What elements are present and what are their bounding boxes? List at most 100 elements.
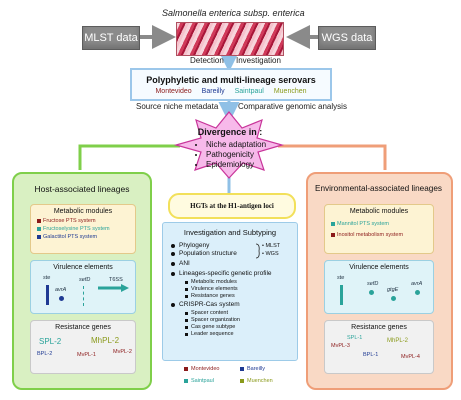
- gene-avrA-dot: [415, 290, 420, 295]
- hgt-h1-antigen-box: HGTs at the H1-antigen loci: [168, 193, 296, 219]
- gene-ste-label: ste: [337, 275, 345, 281]
- color-square-icon: [37, 235, 41, 239]
- gene-ste-label: ste: [43, 275, 51, 281]
- brace-icon: [255, 243, 260, 259]
- list-item-population: Population structure: [171, 250, 293, 257]
- list-item-crispr: CRISPR-Cas system: [171, 301, 293, 308]
- gene-avrA-label: avrA: [411, 281, 423, 287]
- gene-ste-bar: [340, 285, 343, 305]
- divergence-title: Divergence in :: [197, 127, 263, 137]
- sub-item: Metabolic modules: [185, 279, 293, 285]
- source-niche-label: Source niche metadata: [136, 102, 219, 111]
- env-resistance-title: Resistance genes: [351, 324, 407, 331]
- gene-sefD-label: sefD: [79, 277, 91, 283]
- gene-sefD-label: sefD: [367, 281, 379, 287]
- serovar-saintpaul: Saintpaul: [234, 87, 264, 95]
- color-square-icon: [331, 222, 335, 226]
- gene-gtgE-dot: [391, 296, 396, 301]
- phage-mvpl4: MvPL-4: [401, 354, 420, 360]
- serovar-bareilly: Bareilly: [201, 87, 225, 95]
- host-metabolic-item: Fructose PTS system: [37, 218, 135, 224]
- wgs-data-box: WGS data: [318, 26, 376, 50]
- env-metabolic-box: Metabolic modules Mannitol PTS system In…: [324, 204, 434, 254]
- divergence-item: Epidemiology: [206, 160, 263, 169]
- phage-mhpl2: MhPL-2: [91, 336, 120, 345]
- host-metabolic-title: Metabolic modules: [53, 208, 113, 215]
- bullet-icon: [171, 302, 175, 307]
- list-item-lineage-profile: Lineages-specific genetic profile: [171, 270, 293, 277]
- legend-item: Montevideo: [184, 366, 219, 372]
- sub-item: Spacer organization: [185, 317, 293, 323]
- square-bullet-icon: [185, 311, 188, 315]
- phage-mvpl2: MvPL-2: [113, 349, 132, 355]
- serovar-list: Montevideo Bareilly Saintpaul Muenchen: [155, 88, 306, 95]
- bullet-icon: [171, 261, 175, 266]
- env-metabolic-item: Mannitol PTS system: [331, 221, 433, 227]
- square-bullet-icon: [185, 318, 188, 322]
- phage-mvpl1: MvPL-1: [77, 352, 96, 358]
- env-virulence-box: Virulence elements ste sefD gtgE avrA: [324, 260, 434, 314]
- host-virulence-box: Virulence elements ste avrA sefD T6SS: [30, 260, 136, 314]
- phage-mvpl3: MvPL-3: [331, 343, 350, 349]
- serovar-legend: Montevideo Bareilly Saintpaul Muenchen: [184, 366, 294, 390]
- color-square-icon: [37, 219, 41, 223]
- legend-swatch: [240, 367, 244, 371]
- organism-title: Salmonella enterica subsp. enterica: [162, 8, 305, 18]
- phage-spl1: SPL-1: [347, 335, 363, 341]
- legend-swatch: [240, 379, 244, 383]
- host-resistance-box: Resistance genes SPL-2 MhPL-2 BPL-2 MvPL…: [30, 320, 136, 374]
- phage-spl2: SPL-2: [39, 337, 62, 346]
- method-item: • MLST: [262, 243, 281, 249]
- gene-ste-bar: [46, 285, 49, 305]
- square-bullet-icon: [185, 280, 188, 284]
- host-metabolic-item: Galactitol PTS system: [37, 234, 135, 240]
- square-bullet-icon: [185, 325, 188, 329]
- host-metabolic-item: Fructoselysine PTS system: [37, 226, 135, 232]
- sub-item: Virulence elements: [185, 286, 293, 292]
- color-square-icon: [37, 227, 41, 231]
- sub-item: Leader sequence: [185, 331, 293, 337]
- mlst-data-box: MLST data: [82, 26, 140, 50]
- legend-item: Muenchen: [240, 378, 273, 384]
- host-resistance-title: Resistance genes: [55, 324, 111, 331]
- serovar-montevideo: Montevideo: [155, 87, 192, 95]
- gene-avrA-label: avrA: [55, 287, 67, 293]
- gene-gtgE-label: gtgE: [387, 287, 399, 293]
- divergence-item: Niche adaptation: [206, 140, 266, 149]
- bullet-icon: [171, 271, 175, 276]
- serovars-title: Polyphyletic and multi-lineage serovars: [146, 74, 316, 85]
- phage-bpl2: BPL-2: [37, 351, 53, 357]
- bullet-icon: [171, 251, 175, 256]
- method-item: • WGS: [262, 251, 279, 257]
- bacteria-image: [176, 22, 284, 56]
- bullet-icon: [171, 243, 175, 248]
- sub-item: Resistance genes: [185, 293, 293, 299]
- list-item-ani: ANI: [171, 260, 293, 267]
- comparative-label: Comparative genomic analysis: [238, 102, 347, 111]
- divergence-text: Divergence in : Niche adaptation Pathoge…: [197, 127, 266, 170]
- env-lineages-title: Environmental-associated lineages: [315, 184, 442, 193]
- gene-avrA-dot: [59, 296, 64, 301]
- investigation-label: Investigation: [236, 56, 281, 65]
- square-bullet-icon: [185, 294, 188, 298]
- gene-sefD-dot: [369, 290, 374, 295]
- phage-mhpl2: MhPL-2: [387, 338, 409, 344]
- square-bullet-icon: [185, 332, 188, 336]
- detection-label: Detection: [190, 56, 224, 65]
- list-item-phylogeny: Phylogeny: [171, 242, 293, 249]
- env-metabolic-item: Inositol metabolism system: [331, 232, 433, 238]
- legend-item: Bareilly: [240, 366, 265, 372]
- sub-item: Cas gene subtype: [185, 324, 293, 330]
- env-metabolic-title: Metabolic modules: [349, 208, 409, 215]
- polyphyletic-serovars-box: Polyphyletic and multi-lineage serovars …: [130, 68, 332, 101]
- divergence-item: Pathogenicity: [206, 150, 263, 159]
- legend-swatch: [184, 367, 188, 371]
- host-lineages-title: Host-associated lineages: [34, 184, 130, 194]
- t6ss-arrow-icon: [98, 284, 129, 292]
- legend-item: Saintpaul: [184, 378, 214, 384]
- color-square-icon: [331, 233, 335, 237]
- host-virulence-title: Virulence elements: [53, 264, 113, 271]
- center-title: Investigation and Subtyping: [183, 228, 277, 237]
- serovar-muenchen: Muenchen: [273, 87, 307, 95]
- mlst-wgs-list: • MLST • WGS: [262, 242, 280, 258]
